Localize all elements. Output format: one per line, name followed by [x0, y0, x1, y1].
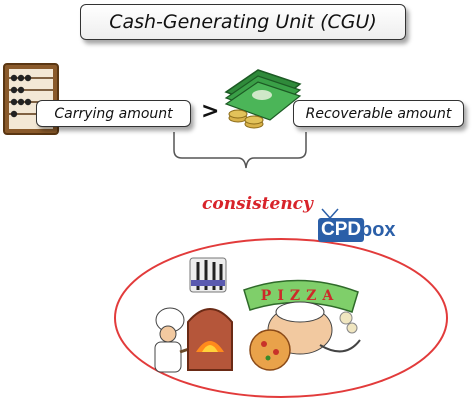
tv-antenna-icon: [321, 208, 339, 219]
recoverable-amount-label: Recoverable amount: [305, 105, 452, 122]
consistency-label: consistency: [202, 194, 313, 214]
abacus-icon: [3, 63, 59, 135]
carrying-amount-label: Carrying amount: [54, 105, 173, 122]
cutlery-icon: [189, 257, 227, 293]
carrying-amount-box: Carrying amount: [36, 100, 191, 127]
cgu-title: Cash-Generating Unit (CGU): [109, 11, 377, 33]
cpdbox-logo: CPD box: [316, 208, 398, 244]
logo-cpd: CPD: [318, 218, 365, 242]
pizza-chef-icon: [243, 279, 361, 371]
grouping-bracket: [173, 132, 307, 169]
cgu-ellipse: [114, 238, 448, 398]
chef-icon: [154, 307, 199, 373]
greater-than-sign: >: [201, 99, 220, 124]
pizza-sign-text: PIZZA: [261, 288, 339, 304]
money-stack-icon: [224, 69, 302, 129]
cgu-title-box: Cash-Generating Unit (CGU): [80, 4, 406, 40]
logo-box: box: [360, 219, 396, 241]
recoverable-amount-box: Recoverable amount: [293, 100, 464, 127]
oven-icon: [187, 308, 233, 371]
